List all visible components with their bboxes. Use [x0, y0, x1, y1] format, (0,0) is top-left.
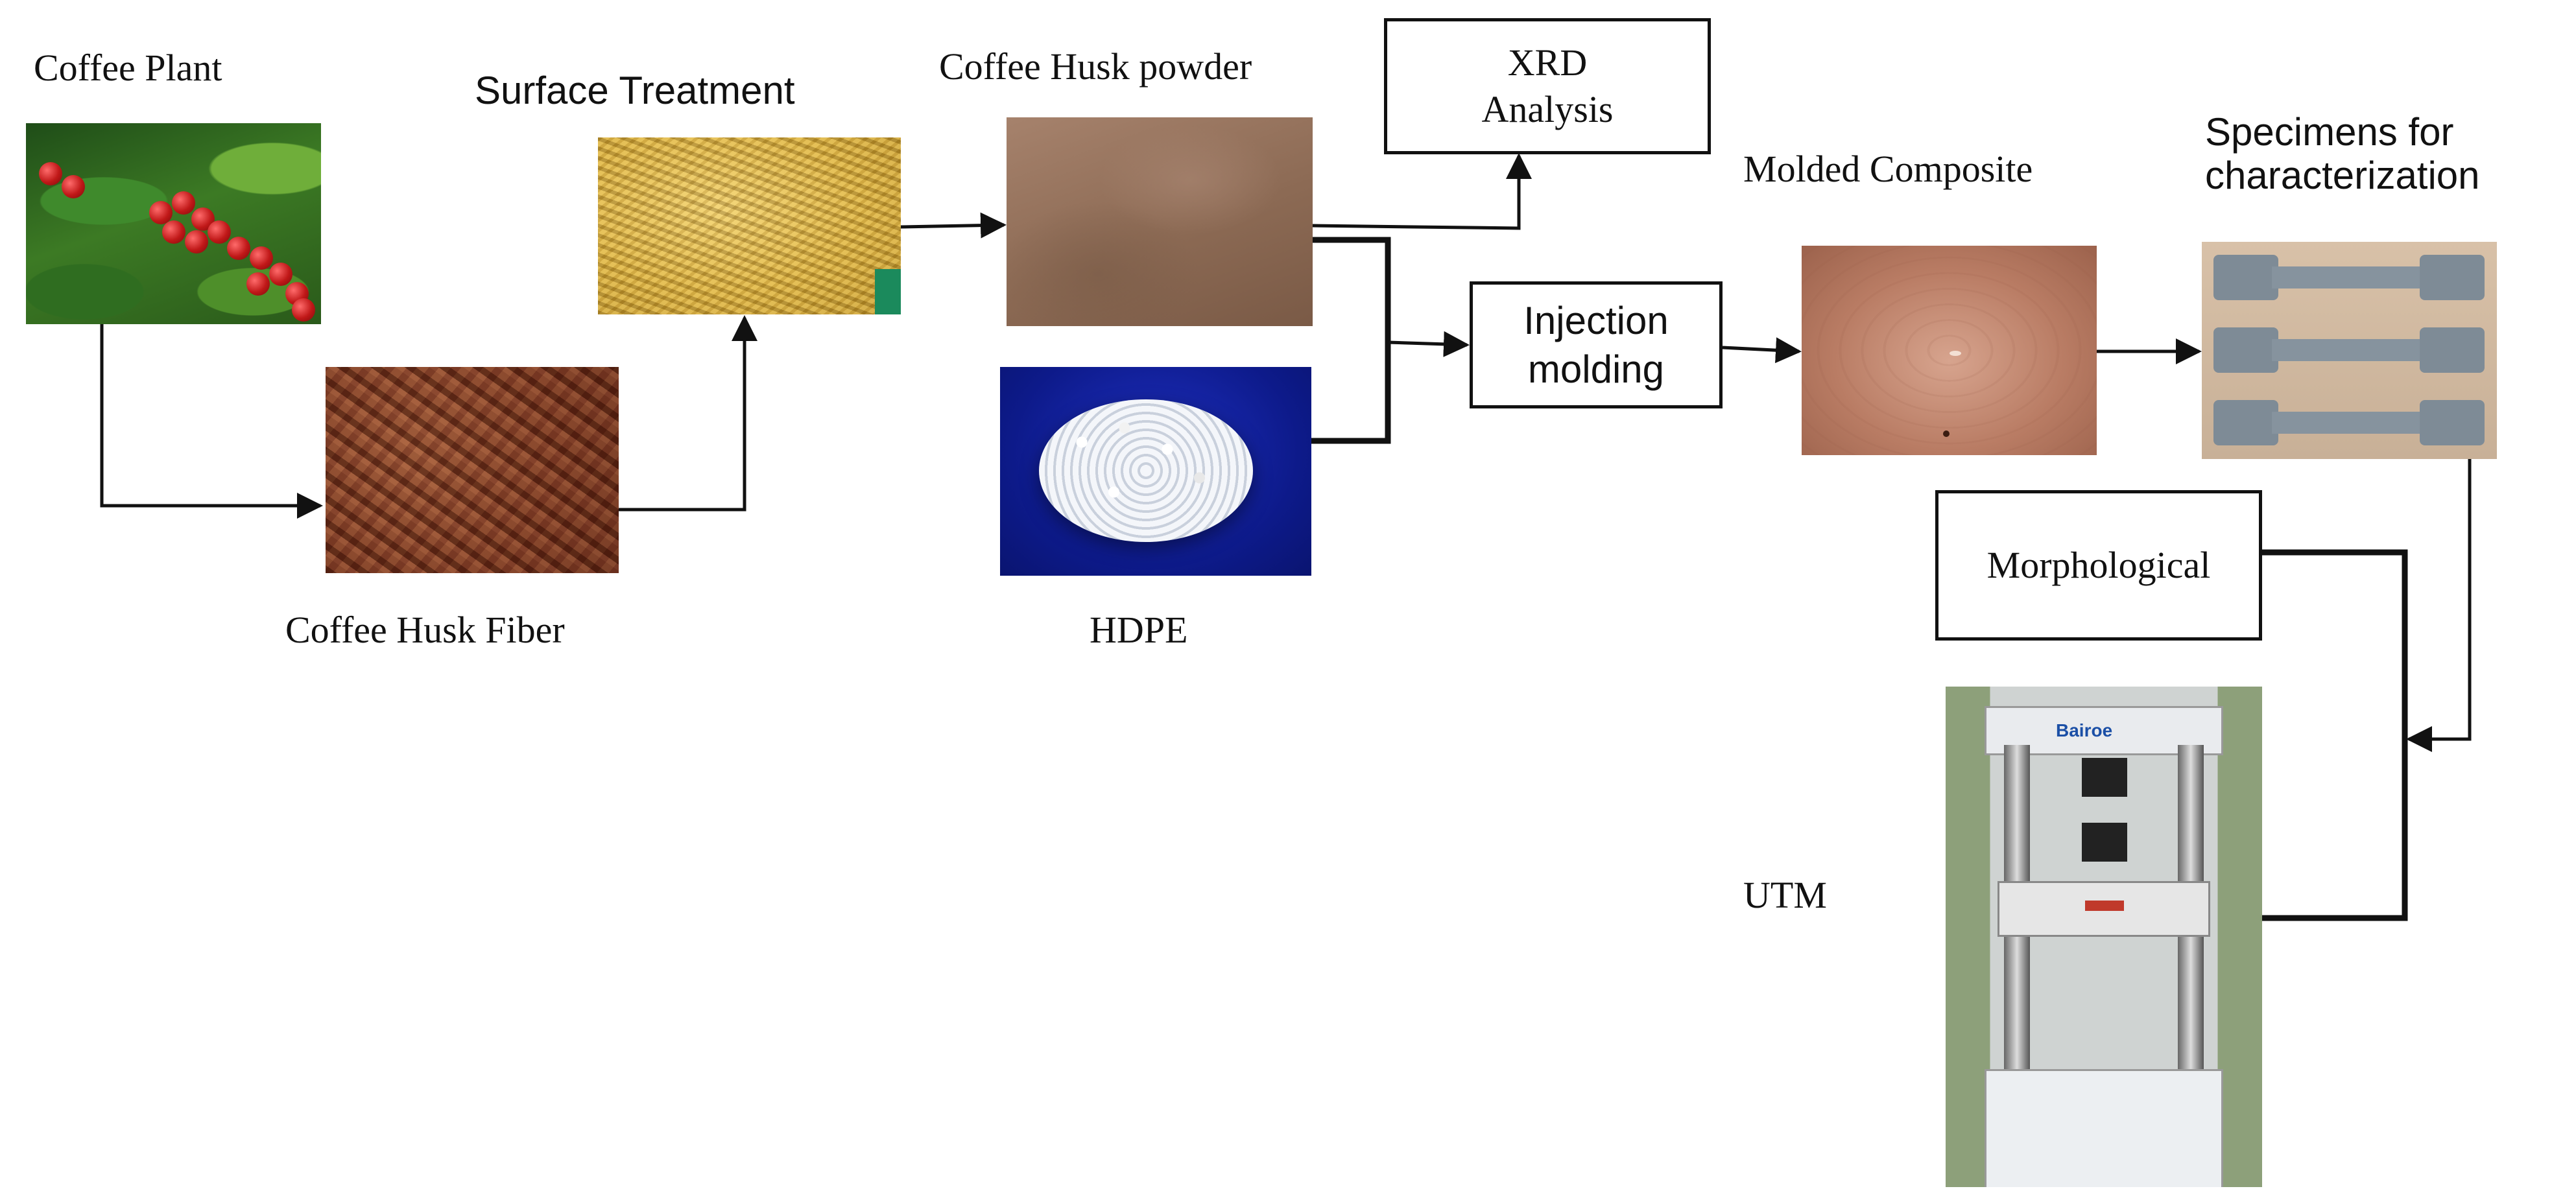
coffee-husk-fiber-image [326, 367, 619, 573]
coffee-plant-image [26, 123, 321, 324]
label-specimens: Specimens for characterization [2205, 110, 2480, 197]
label-coffee-plant: Coffee Plant [34, 47, 222, 89]
arrow-bracket-to-injection [1387, 331, 1470, 357]
bracket-morphological-utm [2262, 549, 2408, 921]
xrd-line1: XRD [1507, 41, 1588, 84]
label-surface-treatment: Surface Treatment [475, 69, 795, 112]
arrow-treatment-to-powder [900, 212, 1007, 239]
utm-brand-logo: Bairoe [2056, 720, 2113, 740]
label-hdpe: HDPE [1090, 609, 1188, 651]
injection-molding-box: Injection molding [1470, 281, 1723, 408]
hdpe-pellets-image [1000, 367, 1311, 576]
arrow-injection-to-composite [1722, 337, 1802, 364]
xrd-analysis-box: XRD Analysis [1384, 18, 1711, 154]
bracket-powder-hdpe [1311, 237, 1391, 444]
molded-composite-image [1802, 246, 2097, 455]
injection-line1: Injection [1523, 299, 1669, 342]
arrow-powder-to-xrd [1312, 153, 1532, 230]
utm-machine-image: Bairoe [1946, 687, 2262, 1187]
label-coffee-husk-powder: Coffee Husk powder [939, 45, 1252, 88]
label-specimens-line2: characterization [2205, 154, 2480, 198]
arrow-plant-to-fiber [100, 324, 323, 519]
label-coffee-husk-fiber: Coffee Husk Fiber [285, 609, 565, 651]
coffee-husk-powder-image [1007, 117, 1313, 326]
morphological-box: Morphological [1935, 490, 2262, 641]
specimens-image [2202, 242, 2497, 459]
morphological-label: Morphological [1986, 543, 2211, 586]
injection-line2: molding [1527, 348, 1665, 391]
arrow-fiber-to-treatment [619, 315, 757, 512]
label-specimens-line1: Specimens for [2205, 110, 2454, 154]
label-utm: UTM [1743, 874, 1827, 916]
xrd-line2: Analysis [1481, 88, 1614, 130]
arrow-specimens-to-tests [2406, 459, 2472, 752]
surface-treatment-image [598, 137, 901, 314]
label-molded-composite: Molded Composite [1743, 148, 2033, 190]
